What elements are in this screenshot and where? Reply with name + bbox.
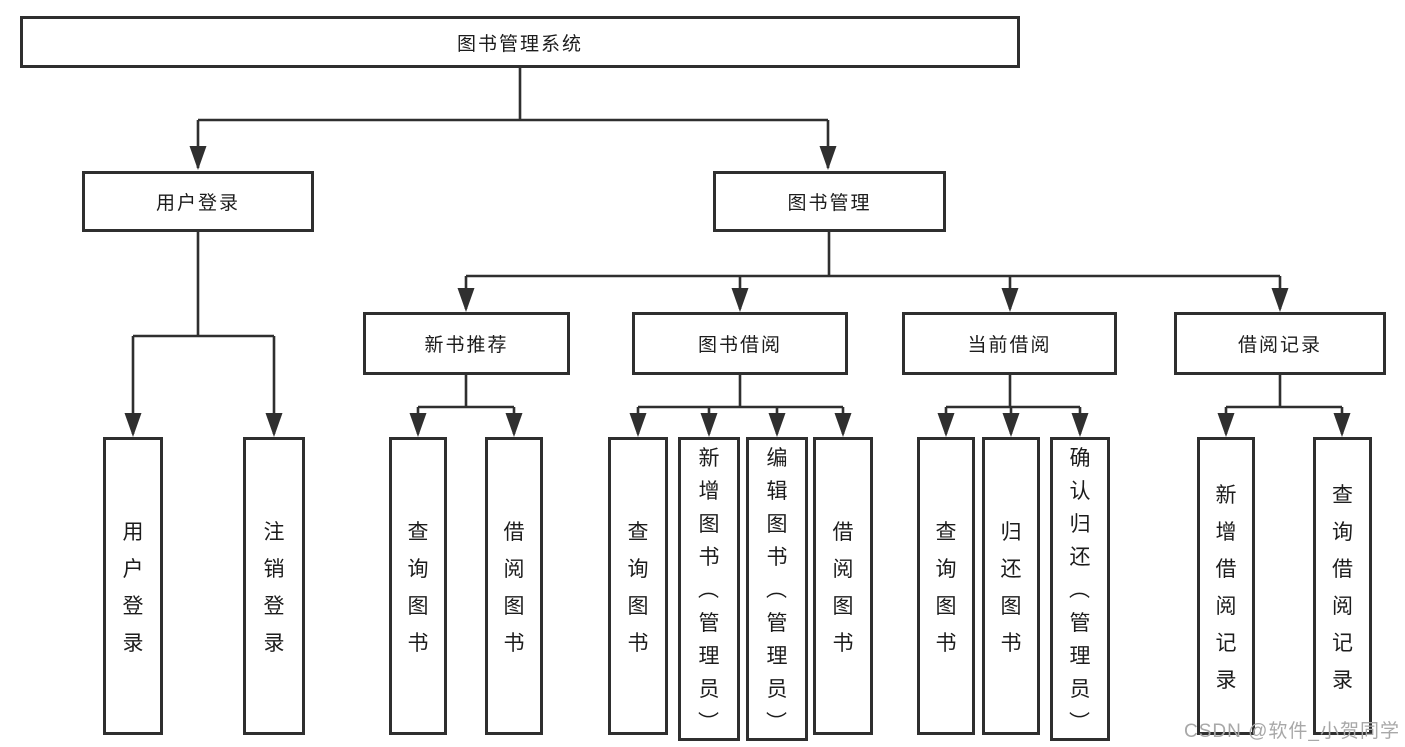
node-new-book-recommend: 新书推荐 — [363, 312, 570, 375]
root-node-library-system: 图书管理系统 — [20, 16, 1020, 68]
leaf-confirm-return-admin: 确认归还（管理员） — [1050, 437, 1110, 741]
leaf-borrow-books: 借阅图书 — [813, 437, 873, 735]
leaf-add-borrow-record: 新增借阅记录 — [1197, 437, 1255, 735]
leaf-query-borrow-record: 查询借阅记录 — [1313, 437, 1372, 735]
node-borrow-records: 借阅记录 — [1174, 312, 1386, 375]
node-current-borrow: 当前借阅 — [902, 312, 1117, 375]
node-book-management: 图书管理 — [713, 171, 946, 232]
connector-stems — [131, 68, 1344, 434]
leaf-edit-book-admin: 编辑图书（管理员） — [746, 437, 808, 741]
leaf-return-books: 归还图书 — [982, 437, 1040, 735]
leaf-query-books-borrow: 查询图书 — [608, 437, 668, 735]
leaf-user-login: 用户登录 — [103, 437, 163, 735]
leaf-query-books-recommend: 查询图书 — [389, 437, 447, 735]
leaf-logout: 注销登录 — [243, 437, 305, 735]
node-user-login: 用户登录 — [82, 171, 314, 232]
arrowheads — [124, 146, 1351, 437]
csdn-watermark: CSDN @软件_小贺同学 — [1184, 721, 1400, 742]
leaf-borrow-books-recommend: 借阅图书 — [485, 437, 543, 735]
leaf-query-books-current: 查询图书 — [917, 437, 975, 735]
leaf-add-book-admin: 新增图书（管理员） — [678, 437, 740, 741]
node-book-borrow: 图书借阅 — [632, 312, 848, 375]
